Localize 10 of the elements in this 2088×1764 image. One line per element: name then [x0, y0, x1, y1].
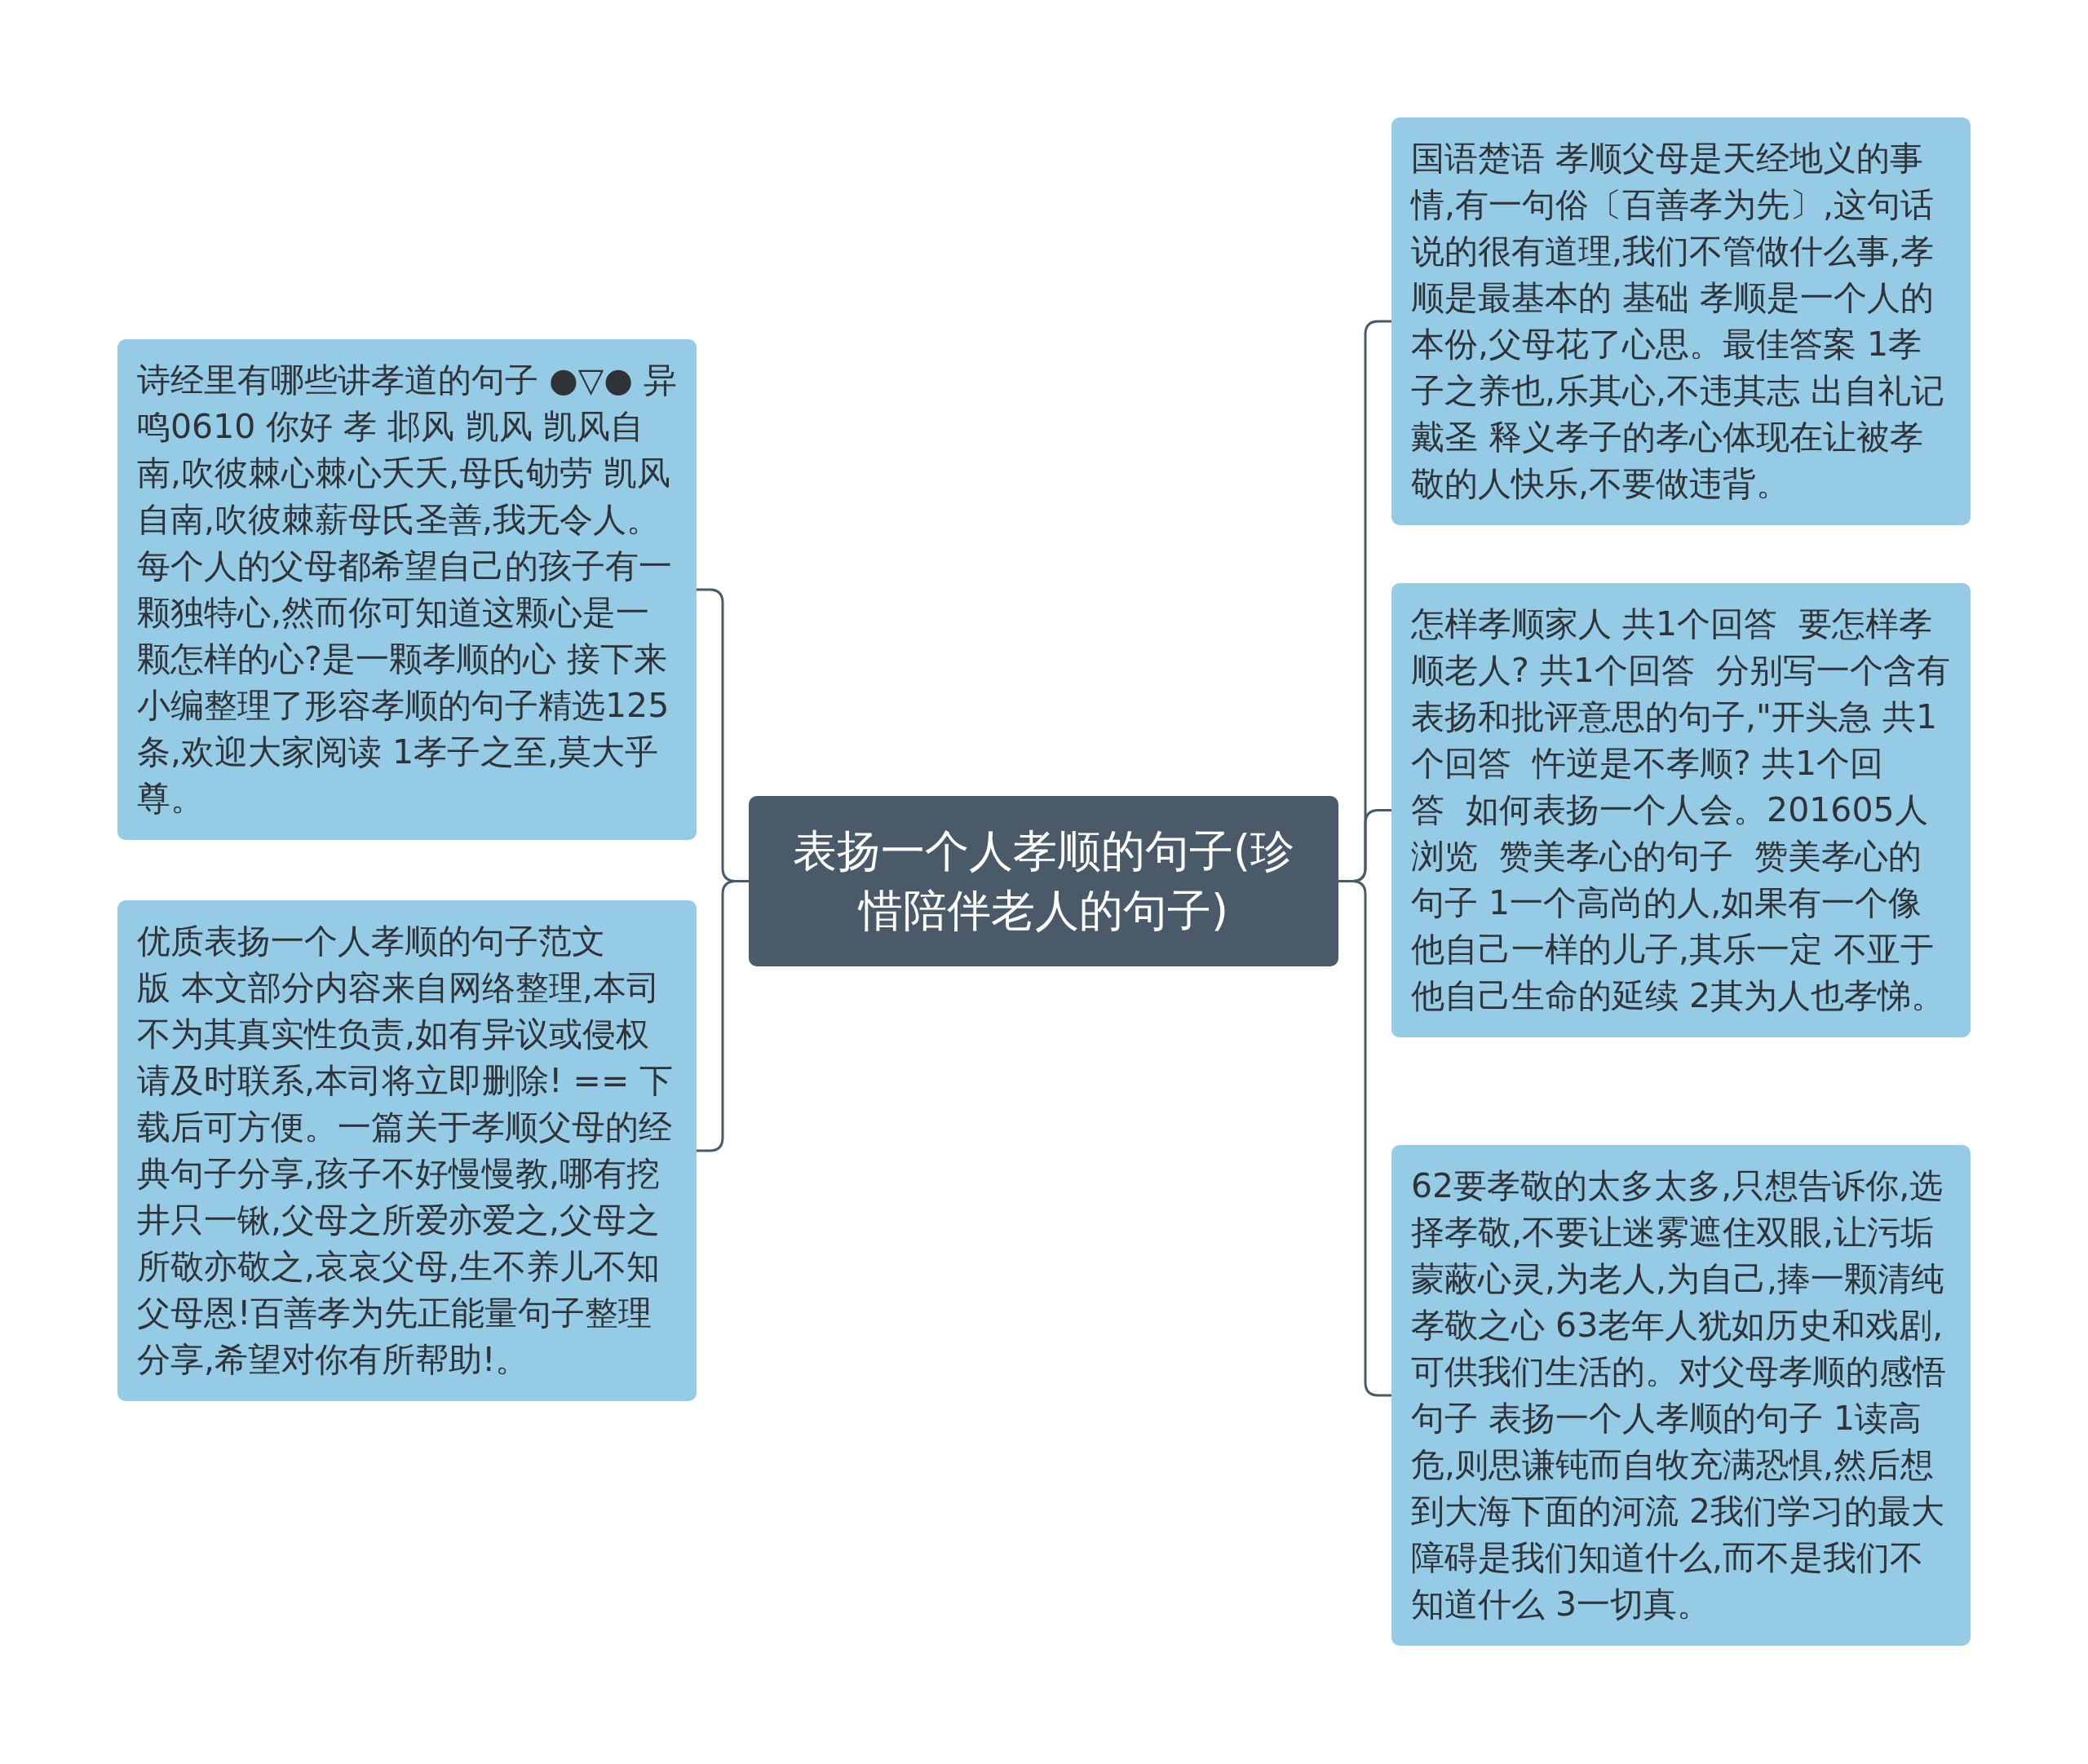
node-text: 优质表扬一个人孝顺的句子范文版 本文部分内容来自网络整理,本司不为其真实性负责,如有异议或侵权请及时联系,本司将立即删除! == 下载后可方便。一篇关于孝顺父母的经典句子分享,孩子不好慢慢教,哪有挖井只一锹,父母之所爱亦爱之,父母之所敬亦敬之,哀哀父母,生不养儿不知父母恩!百善孝为先正能量句子整理分享,希望对你有所帮助!。 — [137, 921, 675, 1381]
node-text: 诗经里有哪些讲孝道的句子 ●▽● 异鸣0610 你好 孝 邶风 凯风 凯风自南,吹彼棘心棘心夭夭,母氏劬劳 凯风自南,吹彼棘薪母氏圣善,我无令人。每个人的父母都希望自己的孩子有一颗独特心,然而你可知道这颗心是一颗怎样的心?是一颗孝顺的心 接下来小编整理了形容孝顺的句子精选125条,欢迎大家阅读 1孝子之至,莫大乎尊。 — [137, 360, 679, 820]
branch-box — [1391, 117, 1971, 525]
node-text: 表扬一个人孝顺的句子(珍惜陪伴老人的句子) — [791, 824, 1296, 938]
topic-box — [749, 796, 1338, 966]
node-text: 62要孝敬的太多太多,只想告诉你,选择孝敬,不要让迷雾遮住双眼,让污垢蒙蔽心灵,为老人,为自己,捧一颗清纯孝敬之心 63老年人犹如历史和戏剧,可供我们生活的。对父母孝顺的感悟句子 表扬一个人孝顺的句子 1读高危,则思谦钝而自牧充满恐惧,然后想到大海下面的河流 2我们学习的最大障碍是我们知道什么,而不是我们不知道什么 3一切真。 — [1411, 1165, 1947, 1625]
node-text: 国语楚语 孝顺父母是天经地义的事情,有一句俗〔百善孝为先〕,这句话说的很有道理,我们不管做什么事,孝顺是最基本的 基础 孝顺是一个人的本份,父母花了心思。最佳答案 1孝子之养也,乐其心,不违其志 出自礼记戴圣 释义孝子的孝心体现在让被孝敬的人快乐,不要做违背。 — [1411, 138, 1946, 505]
node-text: 怎样孝顺家人 共1个回答 要怎样孝顺老人? 共1个回答 分别写一个含有表扬和批评意思的句子,"开头急 共1个回答 忤逆是不孝顺? 共1个回答 如何表扬一个人会。201605人浏览 赞美孝心的句子 赞美孝心的句子 1一个高尚的人,如果有一个像他自己一样的儿子,其乐一定 不亚于他自己生命的延续 2其为人也孝悌。 — [1411, 603, 1951, 1017]
branch-box — [1391, 583, 1971, 1037]
branch-box — [1391, 1145, 1971, 1646]
